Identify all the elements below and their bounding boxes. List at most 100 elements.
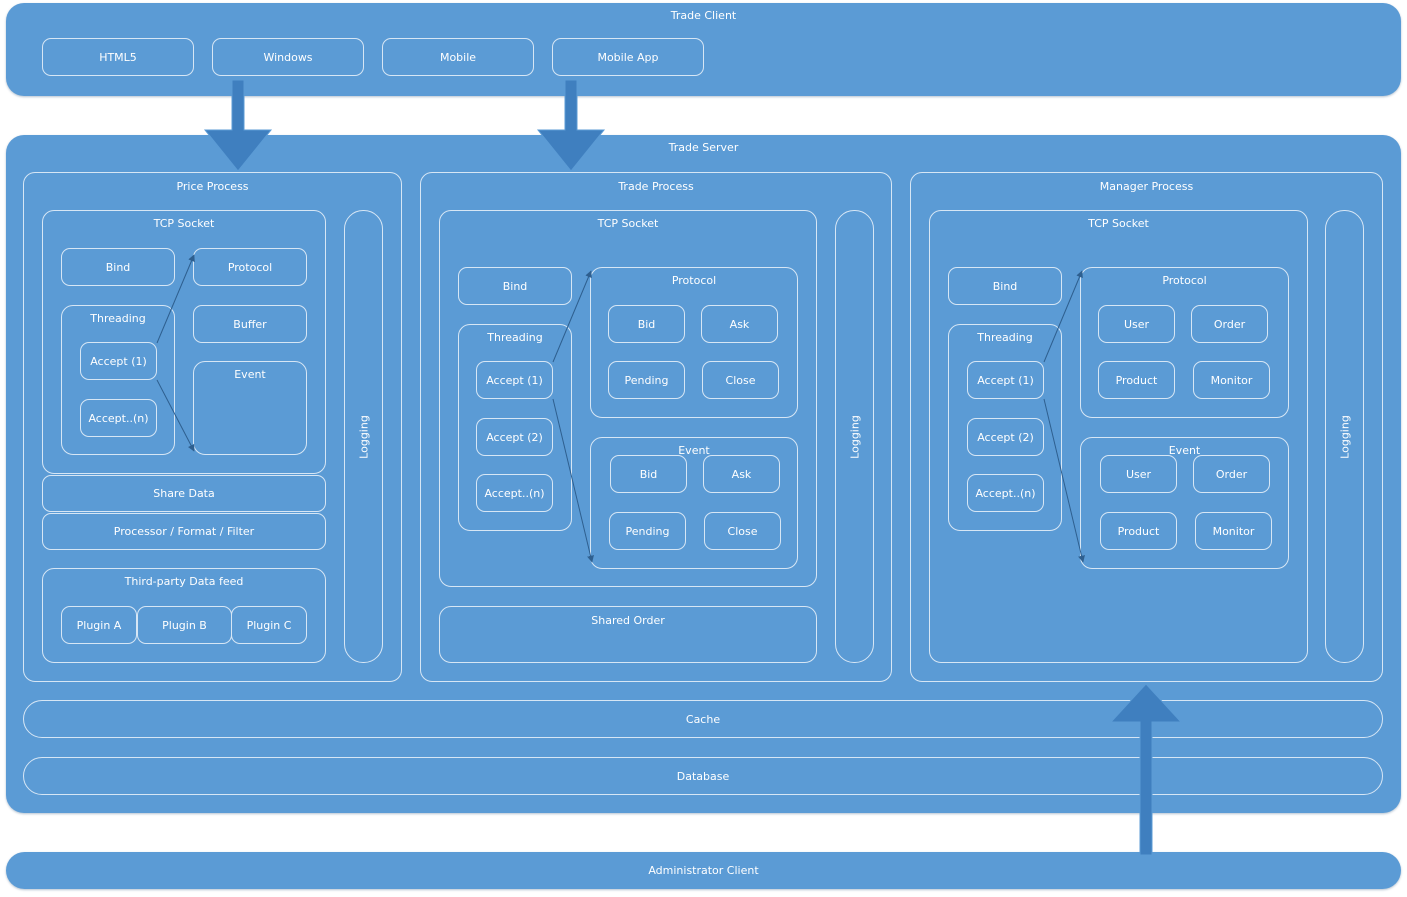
- manager-accept-1[interactable]: Accept (1): [967, 361, 1044, 399]
- manager-event-product-label: Product: [1117, 524, 1160, 538]
- manager-protocol-title: Protocol: [1162, 274, 1207, 287]
- manager-protocol-product[interactable]: Product: [1098, 361, 1175, 399]
- price-accept-1[interactable]: Accept (1): [80, 342, 157, 380]
- manager-event-monitor-label: Monitor: [1212, 524, 1255, 538]
- price-bind[interactable]: Bind: [61, 248, 175, 286]
- trade-shared-order[interactable]: Shared Order: [439, 606, 817, 663]
- trade-event-close[interactable]: Close: [704, 512, 781, 550]
- price-bind-label: Bind: [105, 260, 131, 274]
- trade-server-title: Trade Server: [668, 141, 739, 154]
- trade-protocol-ask-label: Ask: [729, 317, 750, 331]
- trade-event-ask[interactable]: Ask: [703, 455, 780, 493]
- trade-shared-order-label: Shared Order: [591, 614, 665, 627]
- trade-protocol-bid[interactable]: Bid: [608, 305, 685, 343]
- database-label: Database: [676, 769, 730, 783]
- price-protocol-label: Protocol: [227, 260, 273, 274]
- price-accept-n[interactable]: Accept..(n): [80, 399, 157, 437]
- trade-event-pending-label: Pending: [625, 524, 670, 538]
- client-mobile-label: Mobile: [439, 50, 477, 64]
- manager-bind-label: Bind: [992, 279, 1018, 293]
- client-mobile[interactable]: Mobile: [382, 38, 534, 76]
- price-plugin-a[interactable]: Plugin A: [61, 606, 137, 644]
- manager-protocol-monitor-label: Monitor: [1210, 373, 1253, 387]
- trade-accept-2-label: Accept (2): [486, 430, 543, 444]
- trade-protocol-bid-label: Bid: [637, 317, 656, 331]
- trade-process-title: Trade Process: [618, 180, 694, 193]
- price-share-data-label: Share Data: [153, 487, 215, 500]
- client-mobile-app-label: Mobile App: [597, 50, 659, 64]
- manager-process-title: Manager Process: [1099, 180, 1194, 193]
- trade-protocol-pending[interactable]: Pending: [608, 361, 685, 399]
- trade-bind[interactable]: Bind: [458, 267, 572, 305]
- client-html5[interactable]: HTML5: [42, 38, 194, 76]
- client-windows-label: Windows: [263, 50, 313, 64]
- price-accept-1-label: Accept (1): [90, 354, 147, 368]
- trade-accept-n[interactable]: Accept..(n): [476, 474, 553, 512]
- manager-event-user[interactable]: User: [1100, 455, 1177, 493]
- trade-bind-label: Bind: [502, 279, 528, 293]
- database-bar[interactable]: Database: [23, 757, 1383, 795]
- price-logging-label: Logging: [357, 414, 370, 459]
- price-protocol[interactable]: Protocol: [193, 248, 307, 286]
- price-process-title: Price Process: [176, 180, 249, 193]
- manager-protocol-monitor[interactable]: Monitor: [1193, 361, 1270, 399]
- price-third-party-title: Third-party Data feed: [124, 575, 244, 588]
- manager-tcp-socket-title: TCP Socket: [1088, 217, 1149, 230]
- manager-logging[interactable]: Logging: [1325, 210, 1364, 663]
- trade-protocol-close-label: Close: [725, 373, 756, 387]
- price-plugin-c[interactable]: Plugin C: [231, 606, 307, 644]
- manager-event-order-label: Order: [1215, 467, 1248, 481]
- manager-accept-2[interactable]: Accept (2): [967, 418, 1044, 456]
- administrator-client-bar[interactable]: Administrator Client: [6, 852, 1401, 889]
- cache-label: Cache: [685, 712, 721, 726]
- price-event-title: Event: [234, 368, 266, 381]
- price-logging[interactable]: Logging: [344, 210, 383, 663]
- client-html5-label: HTML5: [99, 50, 137, 64]
- price-buffer-label: Buffer: [233, 317, 267, 331]
- manager-protocol-user-label: User: [1123, 317, 1150, 331]
- price-plugin-b[interactable]: Plugin B: [137, 606, 232, 644]
- price-processor[interactable]: Processor / Format / Filter: [42, 513, 326, 550]
- manager-accept-n[interactable]: Accept..(n): [967, 474, 1044, 512]
- price-threading-title: Threading: [90, 312, 146, 325]
- price-plugin-a-label: Plugin A: [76, 618, 122, 632]
- manager-bind[interactable]: Bind: [948, 267, 1062, 305]
- manager-protocol-product-label: Product: [1115, 373, 1158, 387]
- trade-event-bid-label: Bid: [639, 467, 658, 481]
- manager-event-monitor[interactable]: Monitor: [1195, 512, 1272, 550]
- trade-threading-title: Threading: [487, 331, 543, 344]
- price-plugin-b-label: Plugin B: [162, 618, 207, 632]
- price-accept-n-label: Accept..(n): [88, 411, 149, 425]
- trade-event-pending[interactable]: Pending: [609, 512, 686, 550]
- client-mobile-app[interactable]: Mobile App: [552, 38, 704, 76]
- trade-event-close-label: Close: [727, 524, 758, 538]
- trade-accept-1-label: Accept (1): [486, 373, 543, 387]
- manager-protocol-user[interactable]: User: [1098, 305, 1175, 343]
- trade-accept-n-label: Accept..(n): [484, 486, 545, 500]
- price-tcp-socket-title: TCP Socket: [153, 217, 215, 230]
- trade-accept-2[interactable]: Accept (2): [476, 418, 553, 456]
- price-share-data[interactable]: Share Data: [42, 475, 326, 512]
- cache-bar[interactable]: Cache: [23, 700, 1383, 738]
- price-buffer[interactable]: Buffer: [193, 305, 307, 343]
- manager-protocol-order[interactable]: Order: [1191, 305, 1268, 343]
- trade-accept-1[interactable]: Accept (1): [476, 361, 553, 399]
- price-event[interactable]: Event: [193, 361, 307, 455]
- manager-protocol-order-label: Order: [1213, 317, 1246, 331]
- trade-protocol-pending-label: Pending: [624, 373, 669, 387]
- manager-event-user-label: User: [1125, 467, 1152, 481]
- trade-client-title: Trade Client: [670, 9, 737, 22]
- trade-protocol-ask[interactable]: Ask: [701, 305, 778, 343]
- manager-event-product[interactable]: Product: [1100, 512, 1177, 550]
- manager-accept-2-label: Accept (2): [977, 430, 1034, 444]
- trade-protocol-title: Protocol: [671, 274, 717, 287]
- manager-accept-n-label: Accept..(n): [975, 486, 1036, 500]
- client-windows[interactable]: Windows: [212, 38, 364, 76]
- trade-logging[interactable]: Logging: [835, 210, 874, 663]
- price-processor-label: Processor / Format / Filter: [113, 525, 255, 538]
- trade-protocol-close[interactable]: Close: [702, 361, 779, 399]
- trade-event-bid[interactable]: Bid: [610, 455, 687, 493]
- trade-logging-label: Logging: [848, 414, 861, 459]
- manager-event-order[interactable]: Order: [1193, 455, 1270, 493]
- trade-event-ask-label: Ask: [731, 467, 752, 481]
